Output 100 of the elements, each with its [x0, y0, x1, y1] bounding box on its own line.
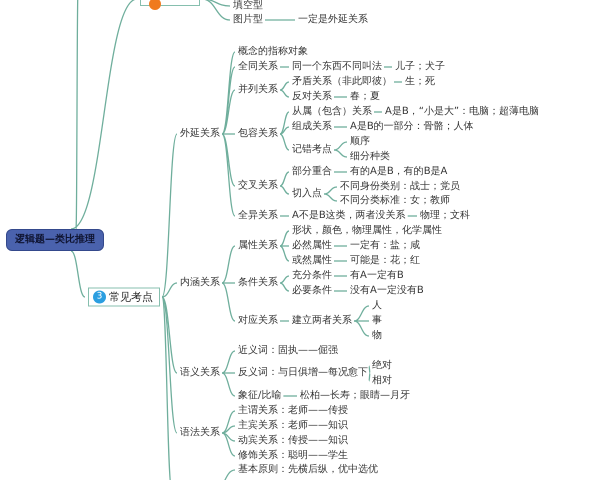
branch-label: 有的A是B，有的B是A [350, 166, 448, 178]
branch-label: 人 [372, 300, 382, 312]
branch-line [334, 260, 347, 262]
branch-label: 事 [372, 315, 382, 327]
branch-label: 矛盾关系（非此即彼） [292, 76, 392, 88]
branch-label: 基本原则：先横后纵，优中选优 [238, 464, 378, 476]
branch-line [394, 81, 402, 83]
branch-label: 修饰关系：聪明——学生 [238, 450, 348, 462]
topic-label: 常见考点 [109, 291, 153, 303]
branch-line [162, 296, 178, 374]
branch-label: 必然属性 [292, 240, 332, 252]
branch-label: 属性关系 [238, 240, 278, 252]
branch-label: 全异关系 [238, 210, 278, 222]
branch-line [280, 275, 290, 284]
branch-label: 内涵关系 [180, 277, 220, 289]
branch-line [161, 296, 173, 480]
branch-label: 绝对 [372, 360, 392, 372]
branch-line [280, 230, 290, 247]
branch-line [334, 141, 348, 151]
branch-line [354, 320, 369, 322]
branch-label: 象征/比喻 [238, 390, 282, 402]
branch-label: 一定是外延关系 [298, 14, 368, 26]
branch-label: A是B，“小是大”：电脑；超薄电脑 [385, 106, 540, 118]
branch-label: 主宾关系：老师——知识 [238, 420, 348, 432]
branch-label: 物 [372, 330, 382, 342]
topic-box [88, 288, 160, 306]
branch-label: 不同分类标准：女；教师 [340, 195, 450, 207]
branch-label: 建立两者关系 [292, 315, 352, 327]
branch-label: 顺序 [350, 136, 370, 148]
branch-label: 同一个东西不同叫法 [292, 61, 382, 73]
branch-label: 条件关系 [238, 277, 278, 289]
branch-line [354, 320, 370, 337]
branch-line [222, 350, 236, 374]
branch-line [222, 52, 236, 134]
branch-line [354, 305, 370, 322]
branch-line [334, 290, 347, 292]
branch-label: 反义词：与日俱增—每况愈下 [238, 367, 368, 379]
branch-label: 可能是：花；红 [350, 255, 420, 267]
branch-line [280, 111, 290, 135]
branch-line [222, 134, 236, 216]
branch-line [222, 432, 236, 457]
branch-label: 相对 [372, 375, 392, 387]
branch-line [280, 81, 290, 91]
branch-line [334, 275, 347, 277]
branch-line [368, 366, 371, 374]
branch-line [280, 245, 289, 247]
branch-line [384, 66, 392, 68]
branch-line [222, 89, 236, 135]
branch-line [280, 171, 290, 187]
branch-line [368, 372, 371, 382]
branch-label: 主谓关系：老师——传授 [238, 405, 348, 417]
branch-label: 对应关系 [238, 315, 278, 327]
branch-label: 反对关系 [292, 91, 332, 103]
branch-line [280, 66, 289, 68]
branch-label: 或然属性 [292, 255, 332, 267]
branch-line [70, 0, 138, 230]
branch-line [334, 126, 347, 128]
branch-line [280, 215, 289, 217]
branch-line [161, 296, 178, 434]
branch-line [334, 96, 347, 98]
branch-line [280, 126, 290, 135]
branch-line [374, 111, 382, 113]
branch-line [280, 185, 290, 195]
branch-line [280, 320, 289, 322]
branch-line [265, 19, 295, 21]
branch-line [162, 282, 178, 298]
branch-label: 切入点 [292, 188, 322, 200]
branch-label: A是B的一部分：骨骼；人体 [350, 121, 474, 133]
branch-label: 一定有：盐；咸 [350, 240, 420, 252]
branch-label: 动宾关系：传授——知识 [238, 435, 348, 447]
branch-line [75, 0, 79, 230]
branch-label: 语义关系 [180, 367, 220, 379]
branch-label: A不是B这类，两者没关系 [292, 210, 406, 222]
branch-line [280, 282, 290, 292]
branch-line [70, 250, 86, 298]
branch-line [222, 245, 236, 284]
branch-line [222, 133, 235, 135]
branch-label: 组成关系 [292, 121, 332, 133]
branch-label: 必要条件 [292, 285, 332, 297]
branch-label: 外延关系 [180, 128, 220, 140]
root-topic-box [6, 229, 104, 251]
topic-label: 逻辑题—类比推理 [15, 234, 95, 245]
branch-line [280, 133, 290, 151]
branch-line [280, 245, 290, 262]
branch-label: 生；死 [405, 76, 435, 88]
branch-label: 没有A一定没有B [350, 285, 424, 297]
branch-label: 物理；文科 [420, 210, 470, 222]
branch-line [334, 171, 347, 173]
branch-line [222, 282, 235, 284]
branch-line [222, 133, 236, 187]
branch-label: 全同关系 [238, 61, 278, 73]
branch-label: 细分种类 [350, 151, 390, 163]
branch-label: 形状，颜色，物理属性，化学属性 [292, 225, 442, 237]
branch-line [222, 432, 236, 442]
number-badge: 3 [93, 290, 106, 304]
branch-line [408, 215, 417, 217]
branch-label: 春；夏 [350, 91, 380, 103]
branch-label: 语法关系 [180, 427, 220, 439]
branch-label: 儿子；犬子 [395, 61, 445, 73]
branch-label: 概念的指称对象 [238, 46, 308, 58]
